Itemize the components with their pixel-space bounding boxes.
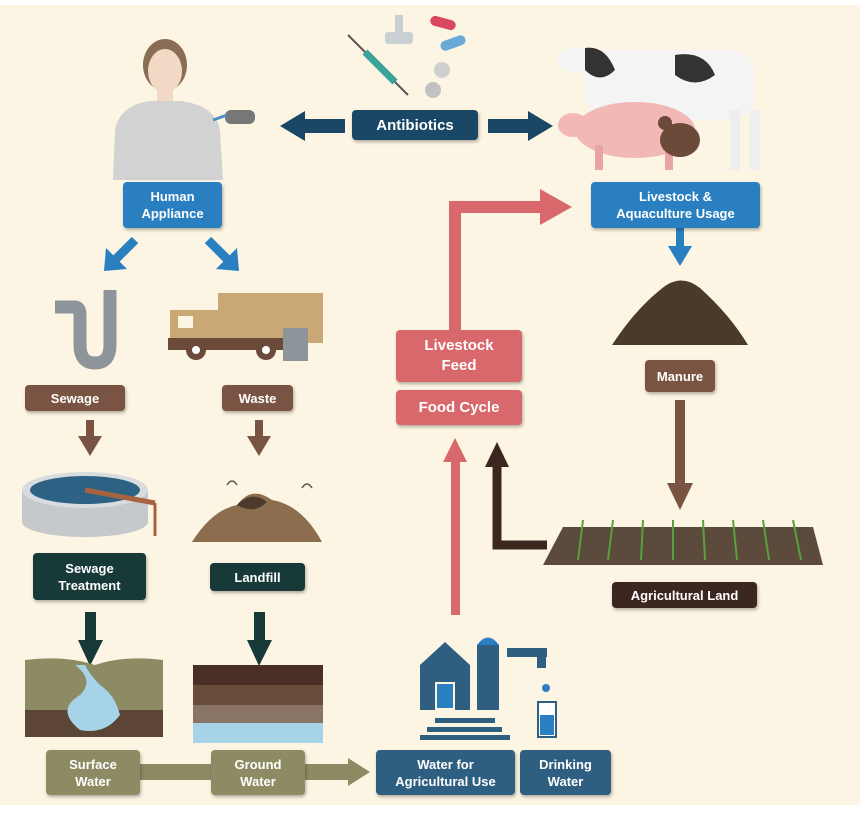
arrow-landfill-down	[247, 612, 272, 666]
arrow-treatment-down	[78, 612, 103, 666]
water-glass-icon	[537, 684, 557, 738]
syringe-icon	[347, 34, 409, 96]
pipe-icon	[55, 290, 117, 370]
node-livestock-usage: Livestock & Aquaculture Usage	[591, 182, 760, 228]
node-food-cycle: Food Cycle	[396, 390, 522, 425]
barn-icon	[420, 642, 470, 710]
arrow-feed-to-livestock	[449, 189, 572, 330]
surface-water-icon	[25, 658, 163, 737]
node-agricultural-land: Agricultural Land	[612, 582, 757, 608]
node-surface-water: Surface Water	[46, 750, 140, 795]
node-sewage-treatment: Sewage Treatment	[33, 553, 146, 600]
landfill-pile-icon	[192, 480, 322, 542]
node-antibiotics: Antibiotics	[352, 110, 478, 140]
node-water-agricultural-use: Water for Agricultural Use	[376, 750, 515, 795]
silo-icon	[477, 637, 499, 710]
node-human-appliance: Human Appliance	[123, 182, 222, 228]
farm-and-tap-icon	[420, 637, 557, 740]
arrow-human-to-waste	[204, 236, 239, 271]
arrow-antibiotics-to-livestock	[488, 111, 553, 141]
node-landfill: Landfill	[210, 563, 305, 591]
arrow-antibiotics-to-human	[280, 111, 345, 141]
water-tap-icon	[507, 648, 547, 668]
arrow-livestock-to-manure	[668, 228, 692, 266]
pill-icon	[425, 62, 450, 98]
livestock-illustration	[557, 47, 760, 170]
chicken-icon	[658, 116, 700, 157]
node-ground-water: Ground Water	[211, 750, 305, 795]
arrow-water-to-feed	[443, 438, 467, 615]
node-manure: Manure	[645, 360, 715, 392]
capsule-icon	[430, 15, 466, 51]
gloved-hand-icon	[212, 110, 255, 124]
node-waste: Waste	[222, 385, 293, 411]
medicine-icons	[347, 15, 466, 98]
node-drinking-water: Drinking Water	[520, 750, 611, 795]
manure-pile-icon	[612, 280, 748, 345]
ground-water-layers-icon	[193, 665, 323, 743]
node-livestock-feed: Livestock Feed	[396, 330, 522, 382]
arrow-land-to-food-cycle	[485, 442, 547, 550]
garbage-truck-icon	[168, 293, 323, 361]
arrow-human-to-sewage	[104, 236, 139, 271]
agricultural-field-icon	[543, 519, 823, 565]
person-receiving-injection-illustration	[113, 39, 255, 180]
node-sewage: Sewage	[25, 385, 125, 411]
inhaler-icon	[385, 15, 413, 44]
arrow-manure-to-land	[667, 400, 693, 510]
arrow-sewage-down	[78, 420, 102, 456]
sewage-treatment-tank-icon	[22, 472, 157, 537]
arrow-waste-down	[247, 420, 271, 456]
